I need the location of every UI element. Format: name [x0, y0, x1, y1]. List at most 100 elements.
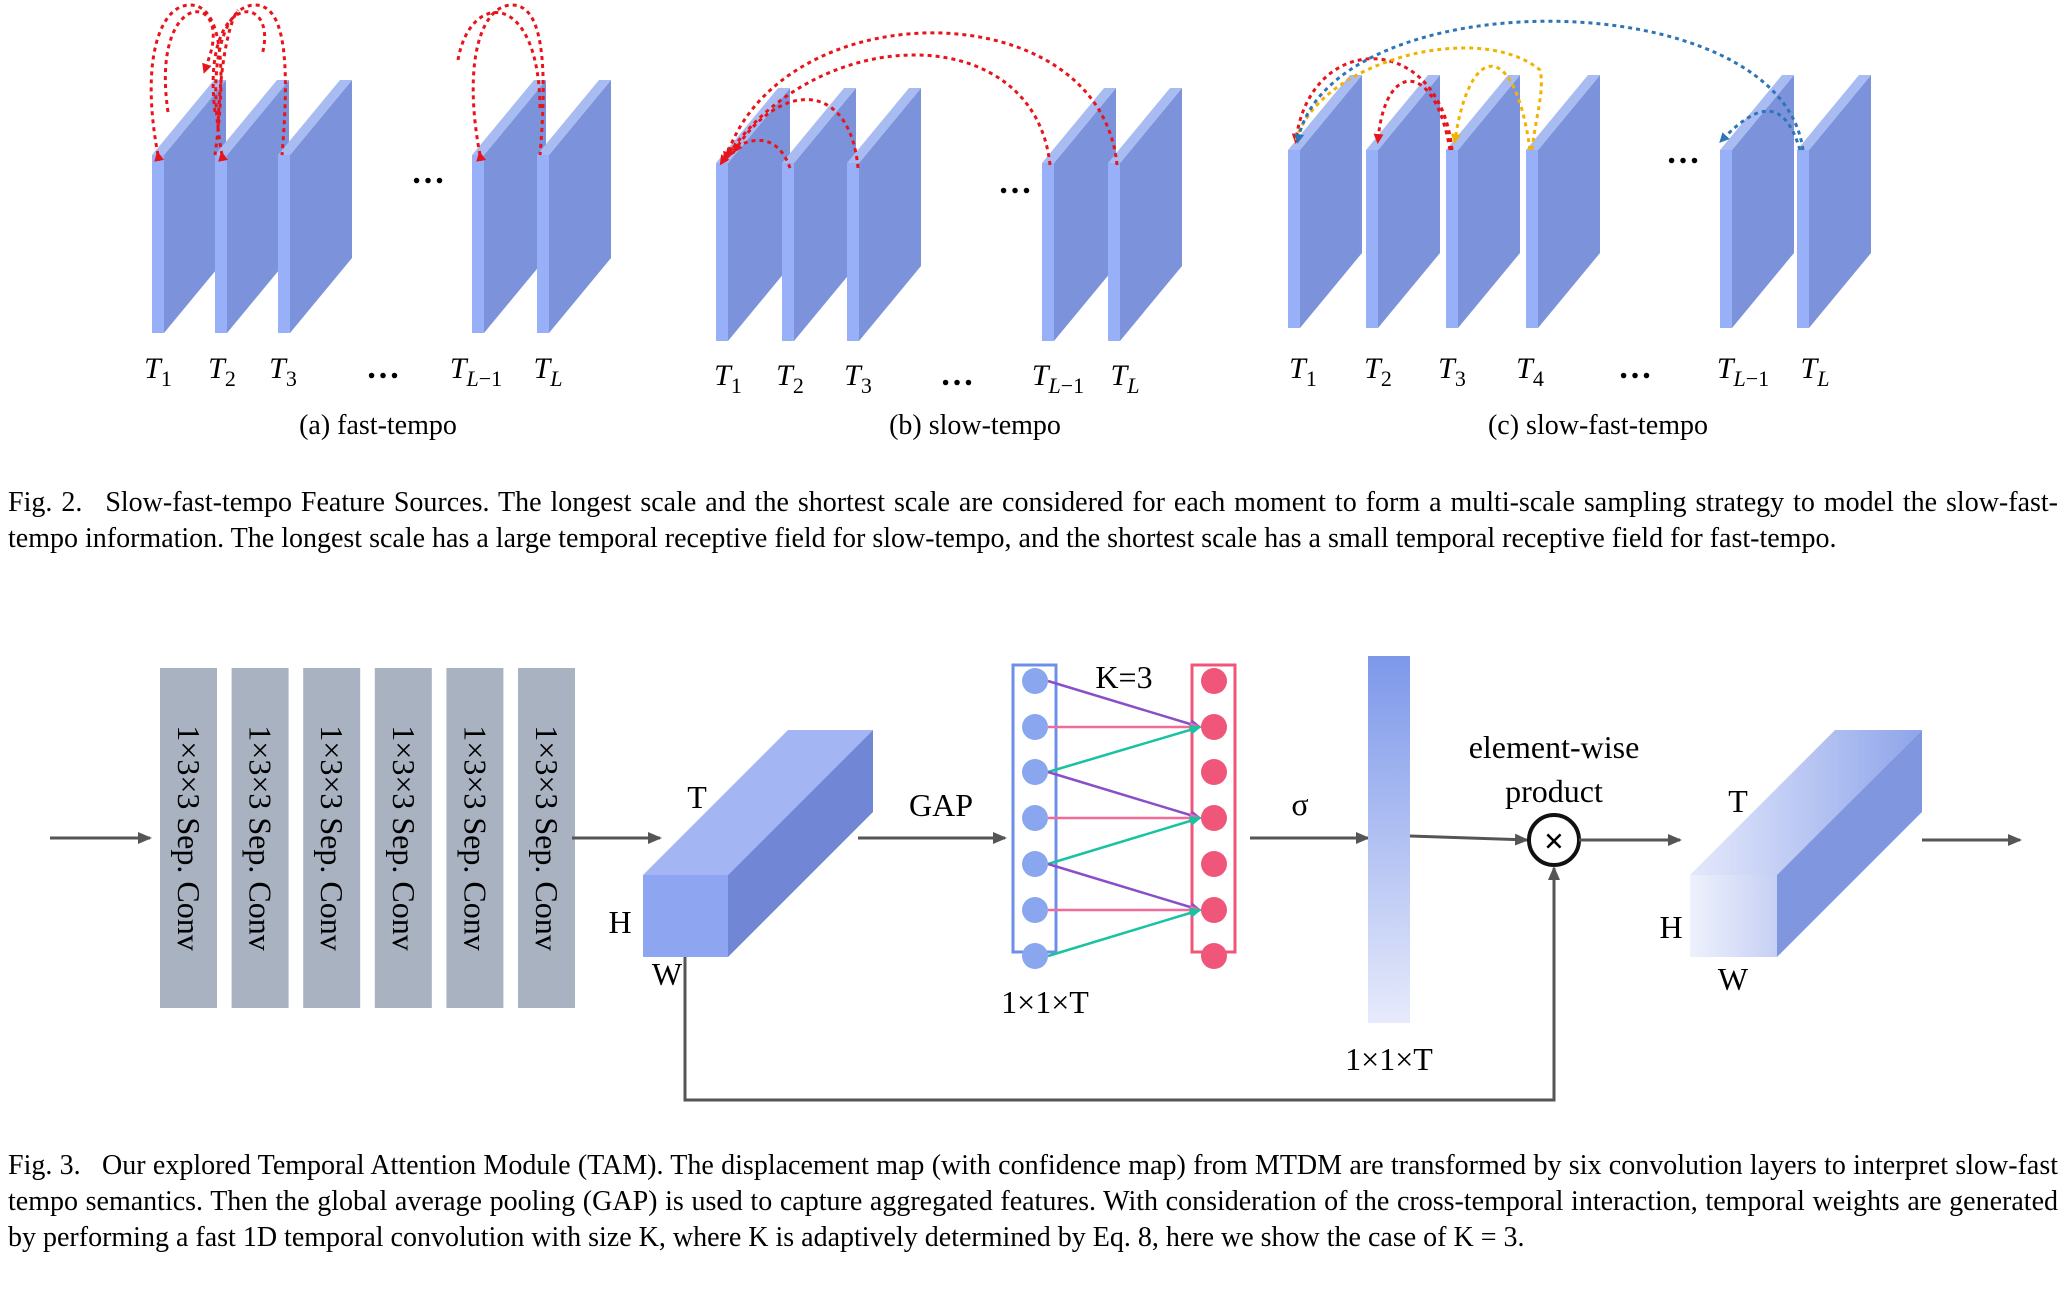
output-tensor-front: [1690, 875, 1777, 957]
panel-b-label-2: T3: [844, 359, 872, 398]
panel-c-sublabel: (c) slow-fast-tempo: [1488, 410, 1708, 441]
panel-b-label-1: T2: [776, 359, 804, 398]
panel-c-ellipsis: …: [1666, 134, 1700, 171]
output-tensor-side: [1777, 730, 1922, 957]
output-tensor-top: [1690, 730, 1922, 875]
panel-a-frame-4: [537, 80, 611, 333]
input-tensor-h-label: H: [608, 904, 631, 940]
arrow-b-2: [732, 98, 860, 169]
right-nodes: [1201, 668, 1227, 969]
panel-a-frames: [152, 80, 611, 333]
conv1d-connections: [1047, 679, 1202, 958]
fig2-diagram: … T1 T2 T3 … TL−1 TL (a) fast-tempo … T1 T2 T3 ……: [144, 3, 1871, 441]
conv-block-label-1: 1×3×3 Sep. Conv: [171, 725, 207, 950]
panel-b-label-0: T1: [714, 359, 742, 398]
panel-a-sublabel: (a) fast-tempo: [299, 410, 457, 441]
fig3-caption-number: Fig. 3.: [8, 1150, 81, 1181]
panel-a-label-2: T3: [269, 352, 297, 391]
panel-b-label-4: TL−1: [1032, 359, 1084, 398]
panel-a-ellipsis: …: [411, 154, 445, 191]
output-tensor: [1690, 730, 1922, 957]
sigma-label: σ: [1291, 786, 1308, 822]
panel-b-arrows: [719, 31, 1119, 169]
conv-block-2: 1×3×3 Sep. Conv: [231, 668, 289, 1008]
input-tensor-top: [643, 730, 873, 875]
panel-b-sublabel: (b) slow-tempo: [889, 410, 1061, 441]
panel-a-frame-3: [472, 80, 546, 333]
panel-b-label-5: TL: [1111, 359, 1140, 398]
panel-c-frame-2: [1446, 75, 1520, 328]
panel-c-label-6: TL: [1801, 352, 1830, 391]
attention-weight-bar: [1368, 656, 1410, 1023]
panel-a-label-3: …: [366, 349, 400, 386]
right-node-1: [1201, 668, 1227, 694]
fig2-caption-number: Fig. 2.: [8, 487, 83, 518]
panel-c-label-4: …: [1618, 349, 1652, 386]
conv-block-label-2: 1×3×3 Sep. Conv: [243, 725, 279, 950]
panel-b-frame-1: [782, 88, 856, 341]
panel-a-label-4: TL−1: [450, 352, 502, 391]
conv1d-edge-1: [1047, 679, 1202, 729]
panel-c-label-0: T1: [1289, 352, 1317, 391]
input-tensor-side: [728, 730, 873, 957]
panel-b-ellipsis: …: [998, 164, 1032, 201]
conv-block-label-5: 1×3×3 Sep. Conv: [457, 725, 493, 950]
fig3-caption: Fig. 3. Our explored Temporal Attention …: [8, 1148, 2058, 1256]
product-label-line1: element-wise: [1469, 729, 1640, 765]
panel-c-label-1: T2: [1364, 352, 1392, 391]
conv-block-3: 1×3×3 Sep. Conv: [303, 668, 361, 1008]
panel-a-label-0: T1: [144, 352, 172, 391]
bar-to-product-arrow: [1409, 833, 1529, 846]
arrow-a-2: [211, 10, 267, 113]
panel-c-frame-3: [1526, 75, 1600, 328]
conv-block-4: 1×3×3 Sep. Conv: [374, 668, 432, 1008]
right-vector-label: 1×1×T: [1345, 1041, 1433, 1077]
left-vector-label: 1×1×T: [1001, 984, 1089, 1020]
panel-b-frames: [716, 88, 1182, 341]
right-node-3: [1201, 759, 1227, 785]
output-tensor-w-label: W: [1718, 961, 1749, 997]
skip-connection: [683, 866, 1560, 1102]
panel-c-label-3: T4: [1516, 352, 1544, 391]
input-tensor-w-label: W: [652, 956, 683, 992]
output-tensor-h-label: H: [1659, 909, 1682, 945]
right-node-5: [1201, 851, 1227, 877]
panel-c-frames: [1288, 75, 1871, 328]
arrow-a-1: [163, 10, 215, 113]
conv-block-label-6: 1×3×3 Sep. Conv: [529, 725, 565, 950]
panel-a-label-5: TL: [534, 352, 563, 391]
product-symbol: ×: [1544, 821, 1565, 861]
conv-block-5: 1×3×3 Sep. Conv: [446, 668, 504, 1008]
left-node-3: [1022, 759, 1048, 785]
conv1d-edge-4: [1047, 770, 1202, 820]
panel-b-label-3: …: [940, 356, 974, 393]
panel-b-frame-labels: T1 T2 T3 … TL−1 TL: [714, 356, 1139, 398]
conv-block-1: 1×3×3 Sep. Conv: [160, 668, 217, 1008]
fig2-caption: Fig. 2. Slow-fast-tempo Feature Sources.…: [8, 485, 2058, 557]
arrow-c-blue-2: [1294, 19, 1805, 151]
panel-a-frame-2: [278, 80, 352, 333]
input-tensor-t-label: T: [687, 779, 707, 815]
arrow-c-red-2: [1291, 57, 1454, 151]
right-node-2: [1201, 714, 1227, 740]
left-node-4: [1022, 805, 1048, 831]
arrow-a-3: [456, 11, 542, 111]
panel-a-frame-1: [215, 80, 289, 333]
gap-label: GAP: [909, 787, 973, 823]
arrow-b-4: [723, 31, 1119, 166]
panel-c-frame-0: [1288, 75, 1362, 328]
right-node-6: [1201, 897, 1227, 923]
right-node-7: [1201, 943, 1227, 969]
product-label-line2: product: [1505, 773, 1603, 809]
left-node-5: [1022, 851, 1048, 877]
left-node-1: [1022, 668, 1048, 694]
panel-c-label-2: T3: [1438, 352, 1466, 391]
left-nodes: [1022, 668, 1048, 969]
output-tensor-t-label: T: [1728, 783, 1748, 819]
input-tensor-front: [643, 875, 728, 957]
left-node-2: [1022, 714, 1048, 740]
left-node-7: [1022, 943, 1048, 969]
conv-block-6: 1×3×3 Sep. Conv: [518, 668, 575, 1008]
